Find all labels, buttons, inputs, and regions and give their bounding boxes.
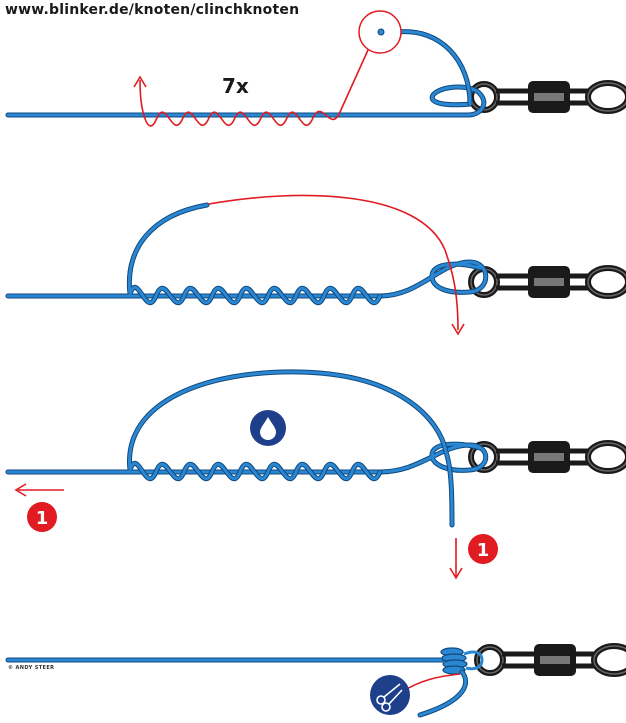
wrapped-tag-end xyxy=(127,203,382,305)
swivel-icon xyxy=(471,441,626,473)
step-1-wrap-line: 7x xyxy=(5,10,626,127)
finished-knot xyxy=(440,647,484,675)
swivel-icon xyxy=(477,644,626,676)
up-arrow-icon xyxy=(133,75,147,88)
scissors-icon xyxy=(376,683,403,712)
swivel-icon xyxy=(471,81,626,113)
step-3-tighten: 1 1 xyxy=(5,369,626,580)
cut-tag-end xyxy=(418,670,468,717)
fishing-line xyxy=(6,260,488,298)
swivel-icon xyxy=(471,266,626,298)
wrap-guide-path xyxy=(139,49,369,127)
water-drop-icon xyxy=(260,417,276,440)
fishing-line xyxy=(6,85,486,117)
cut-guide-path xyxy=(401,673,461,693)
step-badge-right xyxy=(468,534,498,564)
step-number-right: 1 xyxy=(477,540,490,561)
down-arrow-icon xyxy=(451,323,465,336)
tag-end xyxy=(128,370,454,527)
step-badge-left xyxy=(27,502,57,532)
tag-end xyxy=(396,30,472,106)
copyright-credit: © ANDY STEER xyxy=(8,665,55,671)
step-number-left: 1 xyxy=(36,508,49,529)
step-4-trim xyxy=(5,644,626,718)
thread-guide-path xyxy=(208,194,459,331)
source-url: www.blinker.de/knoten/clinchknoten xyxy=(5,2,300,18)
step-2-thread-loop xyxy=(5,194,626,336)
wrap-count-label: 7x xyxy=(222,74,249,98)
fishing-line xyxy=(6,442,488,474)
